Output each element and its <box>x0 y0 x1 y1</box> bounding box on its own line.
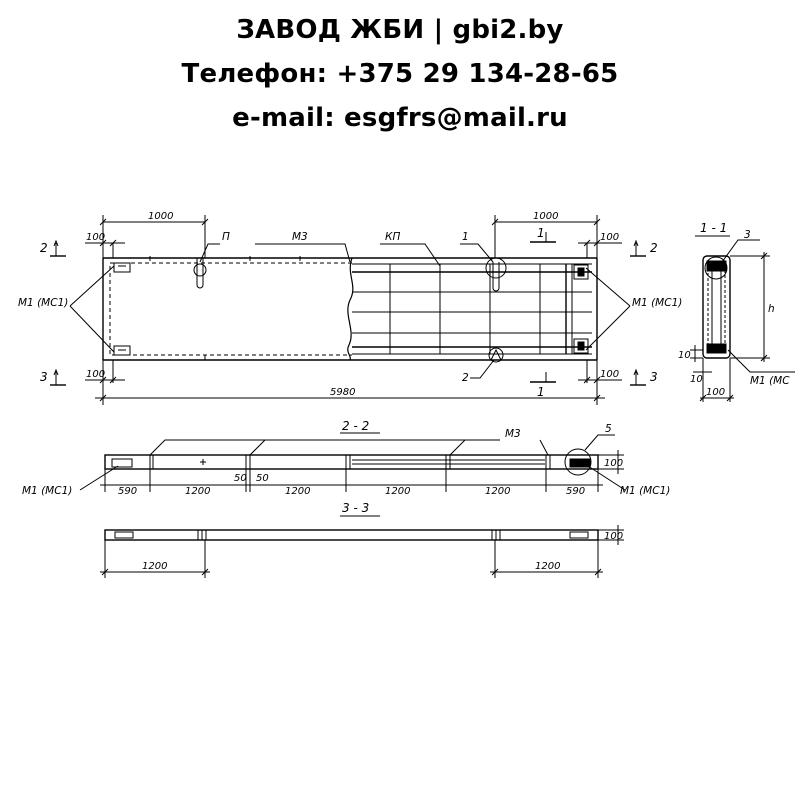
dim-1-1-10b: 10 <box>690 374 703 385</box>
label-2: 2 <box>462 372 469 384</box>
label-1: 1 <box>462 231 469 243</box>
dim-plan-right-1000: 1000 <box>533 211 558 222</box>
dim-3-3-100: 100 <box>604 531 623 542</box>
label-m1-plan-right: М1 (МС1) <box>632 297 682 309</box>
label-m3-plan: М3 <box>292 231 308 243</box>
label-m1-1-1: М1 (МС <box>750 375 790 387</box>
dim-2-2-chain-0: 590 <box>118 486 137 497</box>
cut-2-left: 2 <box>40 241 48 255</box>
cut-1-bottom: 1 <box>537 385 545 399</box>
dim-2-2-100: 100 <box>604 458 623 469</box>
dim-plan-total: 5980 <box>330 387 355 398</box>
cut-2-right: 2 <box>650 241 658 255</box>
dim-3-3-left: 1200 <box>142 561 167 572</box>
cut-3-right: 3 <box>650 370 658 384</box>
label-m1-plan-left: М1 (МС1) <box>18 297 68 309</box>
label-h: h <box>768 303 775 315</box>
header-phone: Телефон: +375 29 134-28-65 <box>181 59 619 89</box>
section-1-1 <box>690 235 795 402</box>
dim-1-1-100: 100 <box>706 387 725 398</box>
dim-2-2-chain-6: 1200 <box>485 486 510 497</box>
section-2-2-title: 2 - 2 <box>342 419 369 433</box>
header-email: e-mail: esgfrs@mail.ru <box>232 103 568 133</box>
label-m1-2-2-left: М1 (МС1) <box>22 485 72 497</box>
label-m3-2-2: М3 <box>505 428 521 440</box>
label-3: 3 <box>744 229 751 241</box>
dim-2-2-chain-2: 50 <box>234 473 247 484</box>
cut-3-left: 3 <box>40 370 48 384</box>
dim-plan-100-top-left: 100 <box>86 232 105 243</box>
label-kp: КП <box>385 231 400 243</box>
dim-plan-100-top-right: 100 <box>600 232 619 243</box>
section-3-3-title: 3 - 3 <box>342 501 369 515</box>
label-5: 5 <box>605 423 612 435</box>
dim-2-2-chain-1: 1200 <box>185 486 210 497</box>
label-m1-2-2-right: М1 (МС1) <box>620 485 670 497</box>
section-3-3-labels: 3 - 3 100 1200 1200 <box>142 501 623 572</box>
section-2-2 <box>79 432 626 492</box>
section-3-3 <box>100 515 624 578</box>
plan-labels: 1000 1000 5980 100 100 100 100 П М3 КП 1… <box>18 211 682 399</box>
dim-plan-100-bottom-right: 100 <box>600 369 619 380</box>
plan-view <box>50 215 646 405</box>
dim-1-1-10a: 10 <box>678 350 691 361</box>
header-company: ЗАВОД ЖБИ | gbi2.by <box>236 15 564 45</box>
dim-3-3-right: 1200 <box>535 561 560 572</box>
dim-2-2-chain-3: 50 <box>256 473 269 484</box>
section-2-2-labels: 2 - 2 М3 5 М1 (МС1) М1 (МС1) 100 590 120… <box>22 419 670 497</box>
label-p: П <box>222 231 230 243</box>
dim-2-2-chain-7: 590 <box>566 486 585 497</box>
section-1-1-title: 1 - 1 <box>700 221 727 235</box>
dim-2-2-chain-5: 1200 <box>385 486 410 497</box>
cut-1-top: 1 <box>537 226 545 240</box>
section-1-1-labels: 1 - 1 3 h 10 10 100 М1 (МС <box>678 221 790 398</box>
header: ЗАВОД ЖБИ | gbi2.by Телефон: +375 29 134… <box>0 8 800 140</box>
dim-plan-left-1000: 1000 <box>148 211 173 222</box>
dim-2-2-chain-4: 1200 <box>285 486 310 497</box>
dim-plan-100-bottom-left: 100 <box>86 369 105 380</box>
